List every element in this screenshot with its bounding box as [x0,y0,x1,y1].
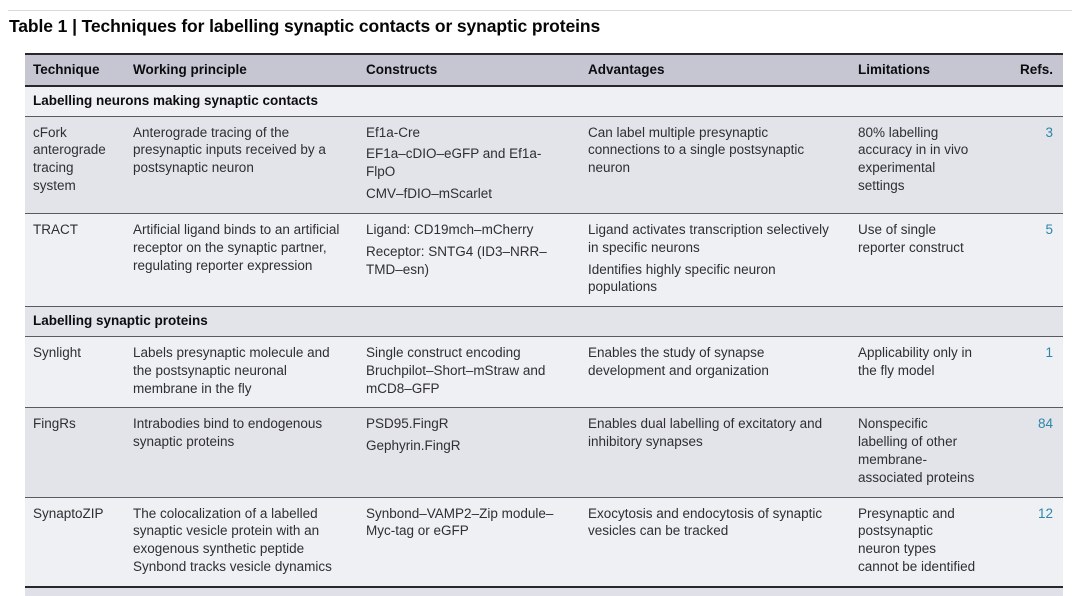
cell-working-principle: Anterograde tracing of the presynaptic i… [125,116,358,214]
cell-constructs: Ef1a-Cre EF1a–cDIO–eGFP and Ef1a-FlpO CM… [358,116,580,214]
table-title: Table 1 | Techniques for labelling synap… [9,16,601,36]
cell-constructs: Single construct encoding Bruchpilot–Sho… [358,336,580,408]
table-row-cfork: cFork anterograde tracing system Anterog… [25,116,1063,214]
cell-technique: cFork anterograde tracing system [25,116,125,214]
construct-item: PSD95.FingR [366,416,449,432]
construct-item: CMV–fDIO–mScarlet [366,186,493,202]
table-row-fingrs: FingRs Intrabodies bind to endogenous sy… [25,407,1063,498]
cell-constructs: Synbond–VAMP2–Zip module–Myc-tag or eGFP [358,497,580,587]
section-header-row-contacts: Labelling neurons making synaptic contac… [25,85,1063,117]
cell-constructs: Ligand: CD19mch–mCherry Receptor: SNTG4 … [358,213,580,307]
cell-advantages: Ligand activates transcription selective… [580,213,850,307]
construct-item: EF1a–cDIO–eGFP and Ef1a-FlpO [366,146,542,180]
ref-link[interactable]: 3 [990,116,1063,214]
cell-constructs: PSD95.FingR Gephyrin.FingR [358,407,580,498]
techniques-table-container: Technique Working principle Constructs A… [25,53,1063,596]
cell-limitations: Nonspecific labelling of other membrane-… [850,407,990,498]
construct-item: Ef1a-Cre [366,124,421,140]
construct-item: Gephyrin.FingR [366,438,461,454]
table-header-row: Technique Working principle Constructs A… [25,54,1063,86]
section-header-label: Labelling neurons making synaptic contac… [25,85,1063,117]
cell-technique: Synlight [25,336,125,408]
advantage-item: Enables dual labelling of excitatory and… [588,416,823,450]
top-divider [8,10,1072,11]
cell-technique: SynaptoZIP [25,497,125,587]
cell-advantages: Can label multiple presynaptic connectio… [580,116,850,214]
cell-limitations: Applicability only in the fly model [850,336,990,408]
cell-limitations: Presynaptic and postsynaptic neuron type… [850,497,990,587]
column-header-technique: Technique [25,54,125,86]
ref-link[interactable]: 1 [990,336,1063,408]
table-row-tract: TRACT Artificial ligand binds to an arti… [25,213,1063,307]
construct-item: Ligand: CD19mch–mCherry [366,221,534,237]
cell-advantages: Exocytosis and endocytosis of synaptic v… [580,497,850,587]
advantage-item: Identifies highly specific neuron popula… [588,261,776,295]
section-header-row-proteins: Labelling synaptic proteins [25,306,1063,337]
cell-technique: TRACT [25,213,125,307]
cell-limitations: Use of single reporter construct [850,213,990,307]
advantage-item: Ligand activates transcription selective… [588,221,829,255]
cell-limitations: 80% labelling accuracy in in vivo experi… [850,116,990,214]
cell-advantages: Enables dual labelling of excitatory and… [580,407,850,498]
ref-link[interactable]: 5 [990,213,1063,307]
construct-item: Receptor: SNTG4 (ID3–NRR–TMD–esn) [366,243,547,277]
cell-working-principle: Intrabodies bind to endogenous synaptic … [125,407,358,498]
cell-working-principle: The colocalization of a labelled synapti… [125,497,358,587]
advantage-item: Enables the study of synapse development… [588,344,769,378]
column-header-constructs: Constructs [358,54,580,86]
next-row-partial [25,587,1063,596]
construct-item: Synbond–VAMP2–Zip module–Myc-tag or eGFP [366,505,554,539]
column-header-limitations: Limitations [850,54,990,86]
table-row-synaptozip: SynaptoZIP The colocalization of a label… [25,497,1063,587]
advantage-item: Can label multiple presynaptic connectio… [588,124,805,176]
construct-item: Single construct encoding Bruchpilot–Sho… [366,344,546,396]
advantage-item: Exocytosis and endocytosis of synaptic v… [588,505,823,539]
cell-technique: FingRs [25,407,125,498]
column-header-refs: Refs. [990,54,1063,86]
cell-working-principle: Labels presynaptic molecule and the post… [125,336,358,408]
cell-advantages: Enables the study of synapse development… [580,336,850,408]
section-header-label: Labelling synaptic proteins [25,306,1063,337]
ref-link[interactable]: 84 [990,407,1063,498]
column-header-advantages: Advantages [580,54,850,86]
ref-link[interactable]: 12 [990,497,1063,587]
techniques-table: Technique Working principle Constructs A… [25,53,1063,588]
cell-working-principle: Artificial ligand binds to an artificial… [125,213,358,307]
table-row-synlight: Synlight Labels presynaptic molecule and… [25,336,1063,408]
column-header-working-principle: Working principle [125,54,358,86]
